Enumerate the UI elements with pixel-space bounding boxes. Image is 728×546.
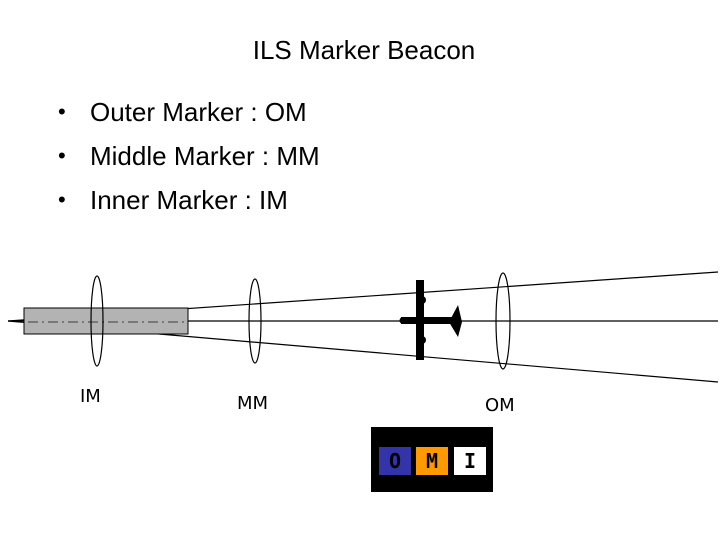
middle-marker-lobe xyxy=(248,278,262,364)
bullet-dot-icon: • xyxy=(58,99,66,124)
marker-indicator-panel: O M I xyxy=(371,427,493,492)
outer-marker-light: O xyxy=(379,447,411,475)
bullet-text: Inner Marker : IM xyxy=(90,185,288,215)
bullet-text: Outer Marker : OM xyxy=(90,97,307,127)
runway xyxy=(23,307,189,335)
aircraft-icon xyxy=(399,280,462,360)
inner-marker-label: IM xyxy=(80,386,101,407)
slide-title: ILS Marker Beacon xyxy=(252,35,476,65)
bullet-list: • Outer Marker : OM • Middle Marker : MM… xyxy=(56,90,320,222)
middle-marker-label: MM xyxy=(237,393,269,414)
bullet-dot-icon: • xyxy=(58,143,66,168)
bullet-outer-marker: • Outer Marker : OM xyxy=(56,90,320,134)
bullet-dot-icon: • xyxy=(58,187,66,212)
inner-marker-light: I xyxy=(454,447,486,475)
outer-marker-lobe xyxy=(495,272,511,370)
middle-marker-light: M xyxy=(416,447,448,475)
bullet-text: Middle Marker : MM xyxy=(90,141,320,171)
bullet-inner-marker: • Inner Marker : IM xyxy=(56,178,320,222)
bullet-middle-marker: • Middle Marker : MM xyxy=(56,134,320,178)
outer-marker-label: OM xyxy=(485,395,515,416)
inner-marker-lobe xyxy=(90,275,104,367)
